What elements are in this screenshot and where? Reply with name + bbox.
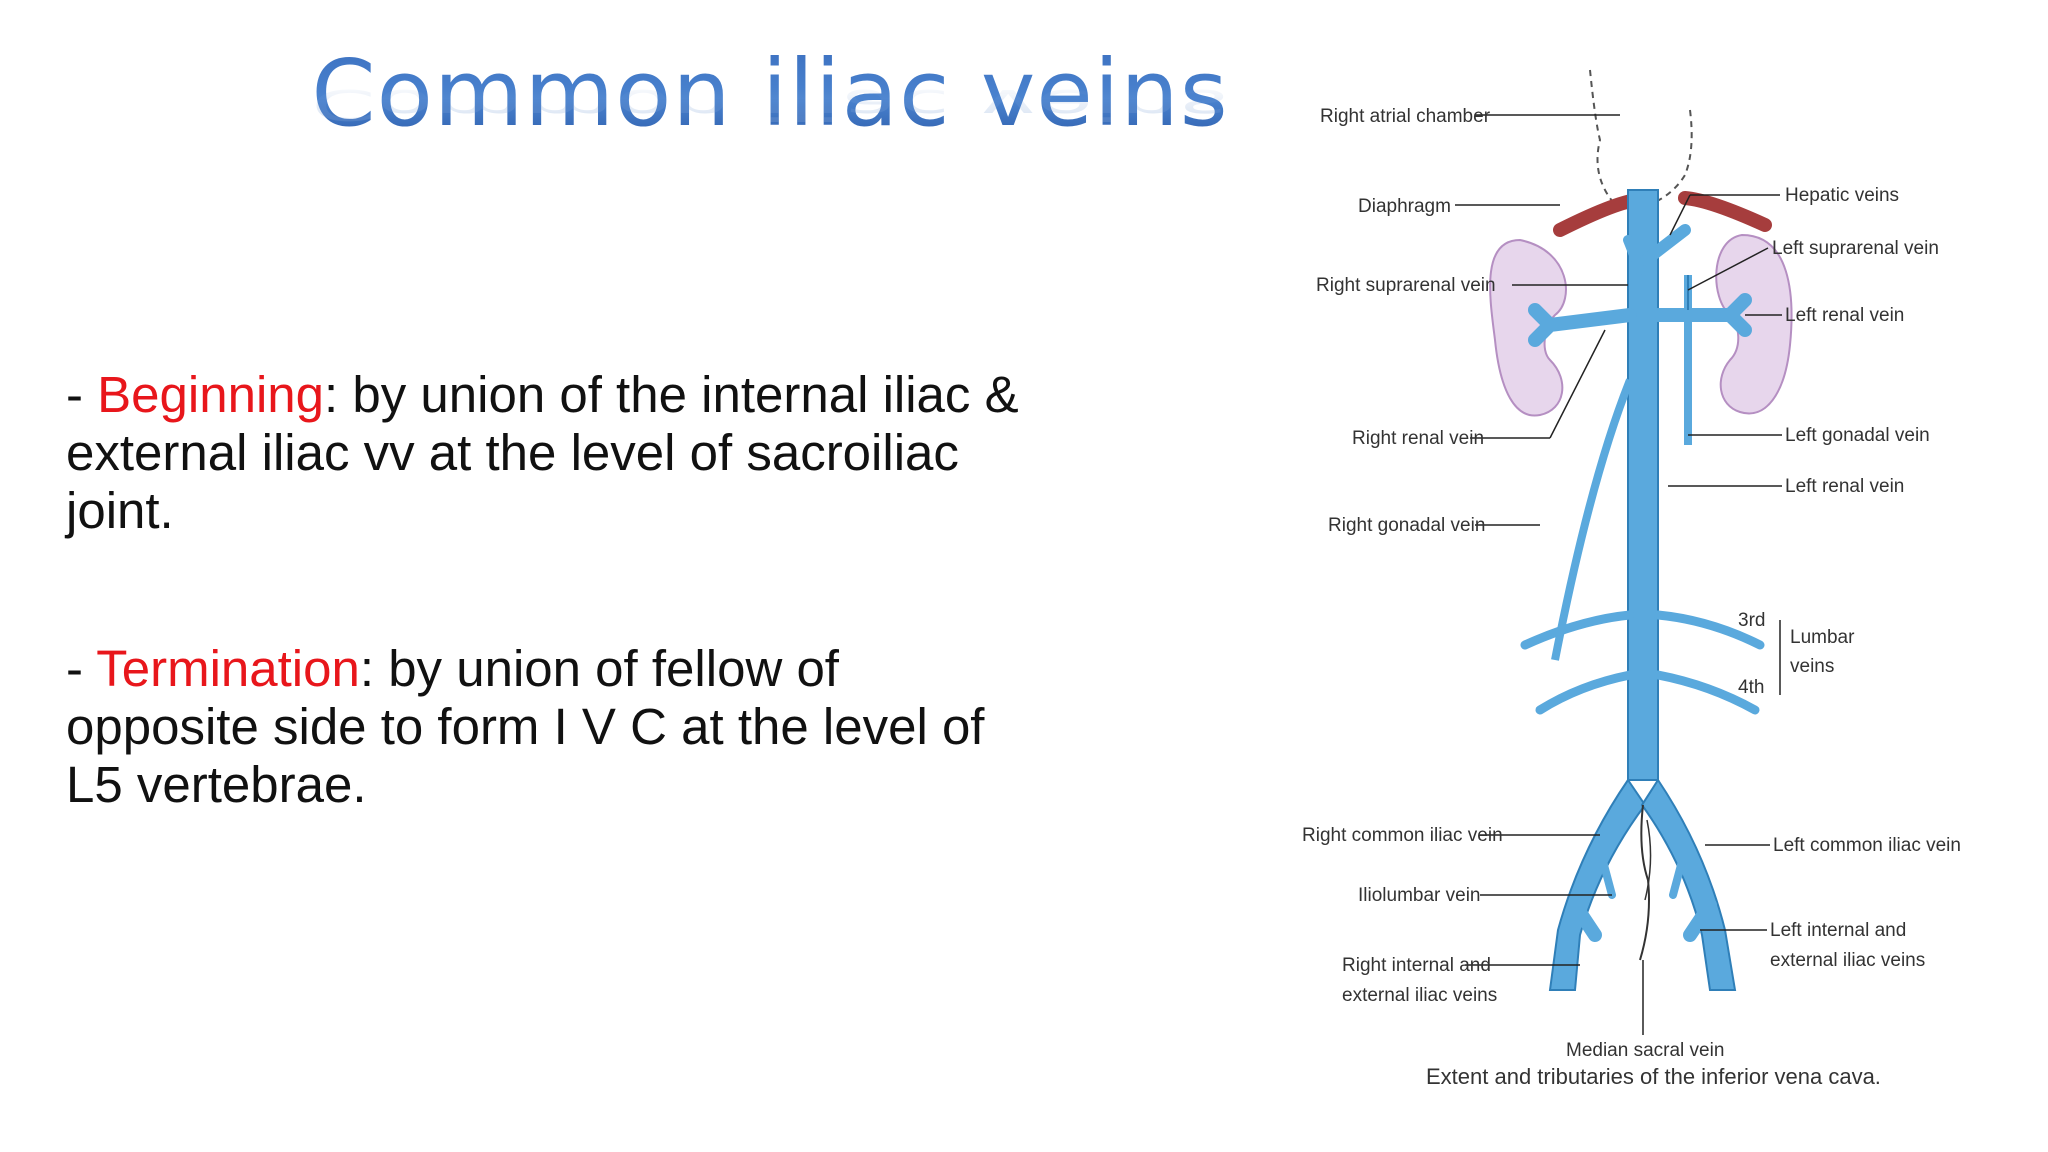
right-gonadal-vein-shape [1551, 378, 1634, 661]
iliolumbar-vein-shape [1596, 846, 1616, 899]
beginning-text: : by union of the internal iliac & exter… [66, 366, 1019, 539]
label-left-renal-vein-2: Left renal vein [1785, 476, 1904, 497]
inferior-vena-cava [1627, 189, 1659, 781]
label-median-sacral-vein: Median sacral vein [1566, 1040, 1724, 1061]
label-left-internal-line1: Left internal and [1770, 920, 1906, 941]
label-left-renal-vein-1: Left renal vein [1785, 305, 1904, 326]
label-veins: veins [1790, 656, 1834, 677]
termination-paragraph: - Termination: by union of fellow of opp… [66, 640, 1026, 814]
lumbar-vein-4th-right [1535, 670, 1635, 715]
hepatic-vein-left [1640, 224, 1691, 266]
lumbar-vein-3rd-left [1653, 610, 1765, 650]
label-right-internal-line1: Right internal and [1342, 955, 1491, 976]
left-common-iliac-vein-shape [1640, 778, 1737, 991]
termination-term: Termination [96, 640, 360, 697]
lumbar-vein-4th-left [1653, 670, 1760, 715]
diagram-caption: Extent and tributaries of the inferior v… [1426, 1064, 1881, 1089]
termination-text: : by union of fellow of opposite side to… [66, 640, 985, 813]
label-lumbar: Lumbar [1790, 627, 1855, 648]
label-lumbar-3rd: 3rd [1738, 610, 1765, 631]
heart-outline [1589, 69, 1621, 211]
label-diaphragm: Diaphragm [1358, 196, 1451, 217]
label-left-internal-line2: external iliac veins [1770, 950, 1925, 971]
median-sacral-vein-shape [1639, 804, 1650, 961]
label-right-common-iliac-vein: Right common iliac vein [1302, 825, 1503, 846]
label-left-common-iliac-vein: Left common iliac vein [1773, 835, 1961, 856]
leader-lines [1455, 114, 1782, 1035]
label-left-suprarenal-vein: Left suprarenal vein [1772, 238, 1939, 259]
label-right-atrial-chamber: Right atrial chamber [1320, 106, 1491, 127]
label-right-gonadal-vein: Right gonadal vein [1328, 515, 1485, 536]
slide-title: Common iliac veins [0, 40, 1540, 147]
right-internal-iliac-branch [1568, 898, 1602, 942]
label-right-internal-line2: external iliac veins [1342, 985, 1497, 1006]
heart-outline-right [1634, 109, 1693, 211]
median-sacral-vein-shape-2 [1644, 819, 1652, 901]
label-right-suprarenal-vein: Right suprarenal vein [1316, 275, 1496, 296]
right-kidney [1489, 238, 1567, 417]
hepatic-vein-right [1623, 235, 1645, 275]
beginning-paragraph: - Beginning: by union of the internal il… [66, 366, 1026, 540]
diaphragm-shape [1553, 191, 1772, 237]
left-kidney [1715, 233, 1793, 415]
left-internal-iliac-branch [1683, 898, 1717, 942]
ivc-diagram: Right atrial chamber Diaphragm Right sup… [1302, 69, 1961, 1089]
left-iliolumbar-vein-shape [1669, 846, 1689, 899]
label-left-gonadal-vein: Left gonadal vein [1785, 425, 1930, 446]
lumbar-vein-3rd-right [1520, 610, 1635, 650]
label-iliolumbar-vein: Iliolumbar vein [1358, 885, 1481, 906]
right-common-iliac-vein-shape [1548, 778, 1647, 991]
right-renal-vein-shape [1528, 303, 1637, 347]
label-lumbar-4th: 4th [1738, 677, 1764, 698]
left-renal-vein-shape [1651, 293, 1752, 337]
label-right-renal-vein: Right renal vein [1352, 428, 1484, 449]
termination-dash: - [66, 640, 97, 697]
beginning-dash: - [66, 366, 98, 423]
label-hepatic-veins: Hepatic veins [1785, 185, 1899, 206]
beginning-term: Beginning [97, 366, 325, 423]
